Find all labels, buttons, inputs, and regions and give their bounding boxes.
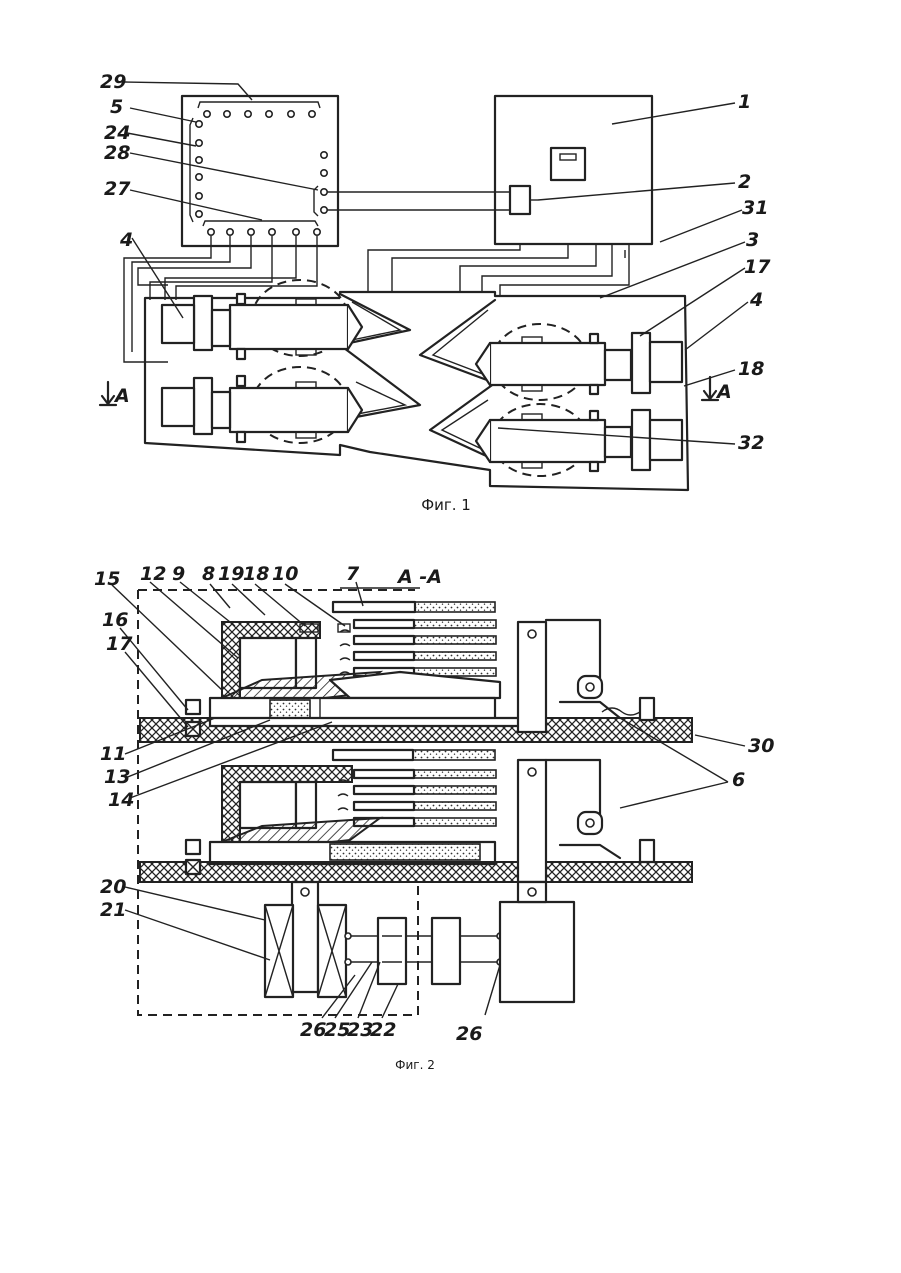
plate-stack — [340, 620, 496, 676]
label-31: 31 — [742, 197, 768, 219]
section-label-right: A — [715, 381, 732, 403]
block-1 — [495, 96, 652, 244]
leaders-fig2 — [112, 582, 745, 1018]
section-title: A -A — [396, 566, 442, 588]
control-block-5 — [182, 96, 338, 246]
label-2: 2 — [738, 171, 751, 193]
label-5: 5 — [110, 96, 123, 118]
label-24: 24 — [104, 122, 130, 144]
electrode-right-upper — [476, 324, 682, 400]
label-8: 8 — [202, 563, 215, 585]
section-label-left: A — [113, 385, 130, 407]
label-32: 32 — [738, 432, 764, 454]
label-4-left: 4 — [119, 229, 133, 251]
label-15: 15 — [94, 568, 120, 590]
label-18: 18 — [243, 563, 269, 585]
indicator-window — [551, 148, 585, 180]
label-19: 19 — [218, 563, 244, 585]
electrode-left-upper — [162, 280, 362, 359]
label-17: 17 — [106, 633, 133, 655]
terminals-top — [198, 102, 320, 117]
terminals-bottom — [203, 221, 320, 235]
label-27: 27 — [104, 178, 131, 200]
label-30: 30 — [748, 735, 774, 757]
leaders-fig1 — [125, 82, 748, 444]
label-13: 13 — [104, 766, 130, 788]
switch-2 — [510, 186, 530, 214]
terminals-right — [314, 152, 327, 216]
label-17: 17 — [744, 256, 771, 278]
label-16: 16 — [102, 609, 128, 631]
label-20: 20 — [100, 876, 126, 898]
upper-assembly — [140, 602, 692, 742]
label-28: 28 — [104, 142, 130, 164]
electrode-right-lower — [476, 404, 682, 476]
section-marker-left — [100, 382, 116, 405]
caption-fig1: Фиг. 1 — [421, 496, 471, 514]
lower-assembly — [140, 750, 692, 882]
label-22: 22 — [370, 1019, 396, 1041]
caption-fig2: Фиг. 2 — [395, 1058, 435, 1072]
label-9: 9 — [172, 563, 185, 585]
figure-2: 15 12 9 8 19 18 10 7 A -A 16 17 11 13 14… — [94, 563, 774, 1072]
solenoid-section — [265, 882, 574, 1002]
figure-1: 29 5 24 28 27 4 1 2 31 3 17 4 18 32 A A … — [100, 71, 771, 514]
label-29: 29 — [100, 71, 126, 93]
label-10: 10 — [272, 563, 298, 585]
section-marker-right — [702, 377, 718, 400]
label-14: 14 — [108, 789, 134, 811]
label-3: 3 — [746, 229, 759, 251]
label-6: 6 — [732, 769, 745, 791]
label-26-left: 26 — [300, 1019, 326, 1041]
label-12: 12 — [140, 563, 166, 585]
label-4-right: 4 — [749, 289, 763, 311]
plate-stack-lower — [338, 770, 496, 826]
label-1: 1 — [738, 91, 751, 113]
label-26-right: 26 — [456, 1023, 482, 1045]
electrode-left-lower — [162, 367, 362, 443]
label-21: 21 — [100, 899, 126, 921]
label-18: 18 — [738, 358, 764, 380]
label-7: 7 — [346, 563, 360, 585]
label-11: 11 — [100, 743, 126, 765]
control-unit — [500, 902, 574, 1002]
